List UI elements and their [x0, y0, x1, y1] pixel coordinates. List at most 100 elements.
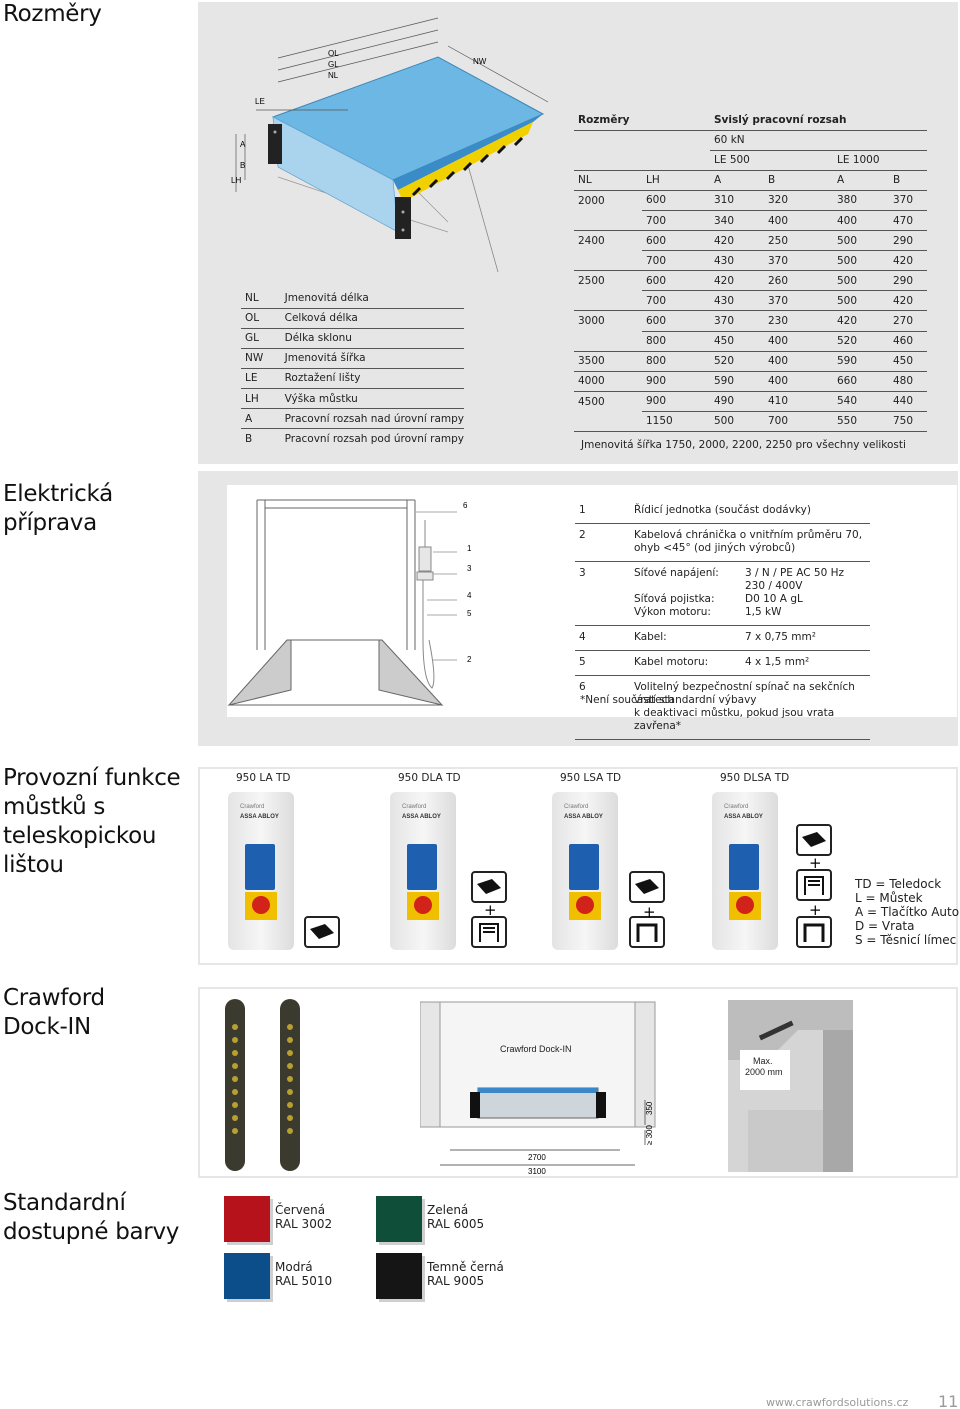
brand-logo: Crawford [564, 804, 589, 810]
table-cell [574, 331, 642, 352]
legend-text: Jmenovitá šířka [280, 348, 464, 369]
table-cell: 4500 [578, 395, 605, 408]
callout-3: 3 [467, 564, 472, 573]
electrical-installation-diagram: 6 1 3 4 5 2 [227, 499, 472, 706]
table-cell: 400 [833, 210, 889, 232]
table-cell: 270 [889, 310, 927, 332]
abbreviation-item: S = Těsnicí límec [855, 933, 957, 947]
color-swatch [224, 1253, 270, 1299]
plus-sign: + [809, 901, 822, 919]
legend-text: Jmenovitá délka [280, 288, 464, 309]
table-cell: 900 [642, 391, 710, 412]
label-gl: GL [328, 60, 339, 69]
table-cell [574, 411, 642, 433]
leveller-icon [796, 824, 832, 856]
table-cell: 450 [889, 351, 927, 372]
table-cell: 370 [764, 290, 833, 312]
table-cell: 420 [889, 250, 927, 272]
table-cell: 400 [764, 351, 833, 372]
legend-code: OL [241, 308, 281, 329]
dim-column-header: B [764, 170, 833, 191]
electrical-item-number: 3 [575, 561, 630, 626]
table-cell [574, 210, 642, 232]
electrical-item-text: Volitelný bezpečnostní spínač na sekčníc… [630, 675, 870, 740]
table-cell: 590 [710, 371, 764, 392]
dim-table-note: Jmenovitá šířka 1750, 2000, 2200, 2250 p… [581, 439, 906, 451]
electrical-item-number: 5 [575, 650, 630, 676]
electrical-item-number: 6 [575, 675, 630, 740]
function-icons: + + + + [304, 824, 833, 949]
main-switch-knob [252, 896, 270, 914]
legend-code: LH [241, 388, 281, 410]
dockin-drawing-label: Crawford Dock-IN [500, 1044, 572, 1054]
max-height-label: Max. 2000 mm [743, 1056, 790, 1077]
electrical-item-number: 2 [575, 523, 630, 562]
table-cell: 370 [710, 310, 764, 332]
main-switch-knob [736, 896, 754, 914]
dock-leveller-diagram: OL GL NL NW LE A B LH [231, 17, 549, 273]
table-cell: 370 [889, 190, 927, 211]
table-cell: 500 [833, 230, 889, 252]
table-cell: 600 [642, 230, 710, 252]
control-unit-label: 950 DLA TD [398, 772, 461, 784]
color-ral-code: RAL 3002 [275, 1217, 333, 1231]
electrical-item-value: 7 x 0,75 mm² [741, 625, 870, 651]
brand-name: ASSA ABLOY [240, 814, 279, 820]
table-cell: 2400 [578, 234, 605, 247]
dim-header-range: Svislý pracovní rozsah [710, 110, 927, 131]
control-panel [245, 844, 275, 890]
legend-code: NW [241, 348, 281, 369]
table-cell: 500 [833, 290, 889, 312]
section-title-colors: Standardní dostupné barvy [3, 1190, 180, 1245]
table-cell: 290 [889, 270, 927, 292]
section-title-functions: Provozní funkce můstků s teleskopickou l… [3, 765, 181, 878]
table-cell: 470 [889, 210, 927, 232]
dim-column-header: B [889, 170, 927, 191]
table-cell: 410 [764, 391, 833, 412]
legend-text: Pracovní rozsah pod úrovní rampy [284, 432, 464, 445]
abbreviation-item: L = Můstek [855, 891, 923, 905]
electrical-item-text: Kabel: [630, 625, 741, 651]
label-b: B [240, 161, 245, 170]
table-cell: 2500 [578, 275, 605, 288]
table-cell: 2000 [578, 194, 605, 207]
table-cell: 400 [764, 331, 833, 352]
table-cell: 420 [889, 290, 927, 312]
callout-6: 6 [463, 501, 468, 510]
callout-2: 2 [467, 655, 472, 664]
abbreviation-item: D = Vrata [855, 919, 915, 933]
table-cell: 700 [642, 290, 710, 312]
footer-url[interactable]: www.crawfordsolutions.cz [766, 1396, 909, 1409]
dim-2700: 2700 [528, 1153, 546, 1162]
color-ral-code: RAL 6005 [427, 1217, 485, 1231]
label-nw: NW [473, 57, 487, 66]
control-panel [407, 844, 437, 890]
color-name: Modrá [275, 1260, 313, 1274]
legend-text: Délka sklonu [280, 328, 464, 349]
control-unit-label: 950 DLSA TD [720, 772, 790, 784]
dim-column-header: A [833, 170, 889, 191]
dim-header-le500: LE 500 [710, 150, 833, 171]
brand-name: ASSA ABLOY [402, 814, 441, 820]
table-cell: 3000 [578, 315, 605, 328]
sensor-bar [280, 999, 300, 1171]
callout-4: 4 [467, 591, 472, 600]
table-cell: 480 [889, 371, 927, 392]
table-cell: 700 [642, 210, 710, 232]
label-a: A [240, 140, 246, 149]
dim-column-header: LH [642, 170, 710, 191]
